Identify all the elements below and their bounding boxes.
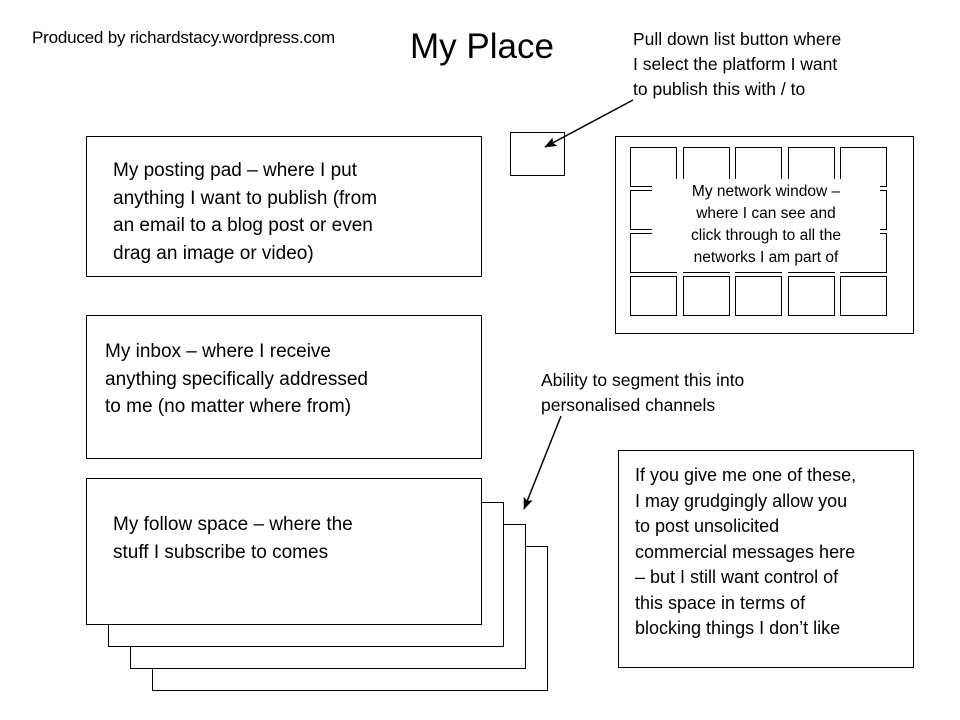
follow-space-label: My follow space – where the stuff I subs… [113,514,353,563]
posting-pad-label: My posting pad – where I put anything I … [113,160,378,264]
annotation-pulldown-list: Pull down list button where I select the… [633,29,842,99]
page-title: My Place [410,27,554,66]
pulldown-list-button[interactable] [510,132,565,176]
inbox-label: My inbox – where I receive anything spec… [105,341,368,417]
commercial-messages-box[interactable]: If you give me one of these, I may grudg… [618,450,914,668]
producer-credit: Produced by richardstacy.wordpress.com [32,28,335,47]
annotation-segment-channels: Ability to segment this into personalise… [541,370,745,415]
inbox-box[interactable]: My inbox – where I receive anything spec… [86,315,482,459]
network-cell-19[interactable] [787,276,835,316]
arrow-to-follow-space [523,415,562,510]
network-cell-16[interactable] [630,276,677,316]
follow-space-box[interactable]: My follow space – where the stuff I subs… [86,478,482,625]
network-cell-17[interactable] [682,276,730,316]
commercial-messages-label: If you give me one of these, I may grudg… [635,465,857,638]
network-window[interactable]: My network window – where I can see and … [615,136,914,334]
network-cell-18[interactable] [735,276,782,316]
network-window-label: My network window – where I can see and … [652,179,880,272]
network-cell-20[interactable] [840,276,887,316]
posting-pad-box[interactable]: My posting pad – where I put anything I … [86,136,482,277]
